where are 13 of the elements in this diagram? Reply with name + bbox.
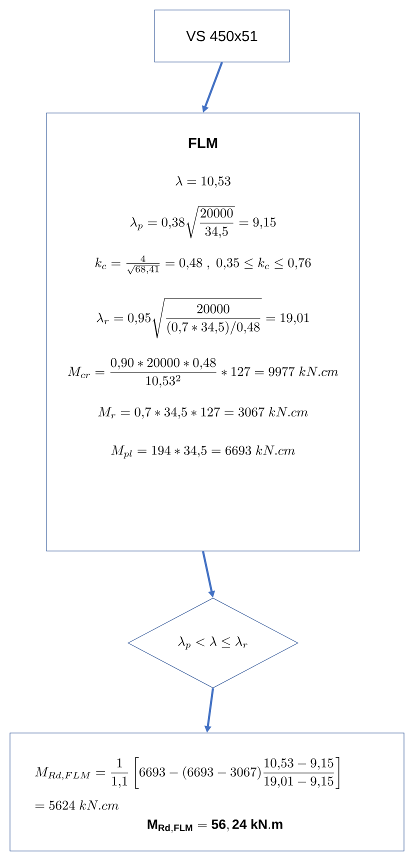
formula: $\lambda_r = 0{,}95\sqrt{\frac{20000}{(0{,}7 * 34{,}5)/0{,}48}} = 19{,}01$ <box>96 298 309 338</box>
formula: $\lambda = 10{,}53$ <box>176 176 230 188</box>
formula: $= 5624\ kN.cm$ <box>35 800 119 810</box>
formula: $\mathbf{M_{Rd,FLM} = 56,24\ kN.m}$ <box>148 819 282 833</box>
formula: $\lambda_p < \lambda \leq \lambda_r$ <box>178 636 248 650</box>
formula: $k_c = \tfrac{4}{\sqrt{68{,}41}} = 0{,}48\ ,\ 0{,}35 \leq k_c \leq 0{,}76$ <box>95 255 311 274</box>
formula: $M_{Rd,FLM} = \frac{1}{1{,}1}\left[6693 - (6693 - 3067)\frac{10{,}53 - 9{,}15}{19{,}01 - 9{,}15}\right]$ <box>35 756 340 789</box>
formula: $M_{cr} = \frac{0{,}90 * 20000 * 0{,}48}{10{,}53^2} * 127 = 9977\ kN.cm$ <box>68 358 338 388</box>
formula: $M_r = 0{,}7 * 34{,}5 * 127 = 3067\ kN.cm$ <box>98 407 308 419</box>
box-title: FLM <box>188 138 218 148</box>
formula: $M_{pl} = 194 * 34{,}5 = 6693\ kN.cm$ <box>111 445 295 459</box>
box-label: VS 450x51 <box>186 30 258 42</box>
formula: $\lambda_p = 0{,}38\sqrt{\frac{20000}{34{,}5}} = 9{,}15$ <box>130 206 276 238</box>
